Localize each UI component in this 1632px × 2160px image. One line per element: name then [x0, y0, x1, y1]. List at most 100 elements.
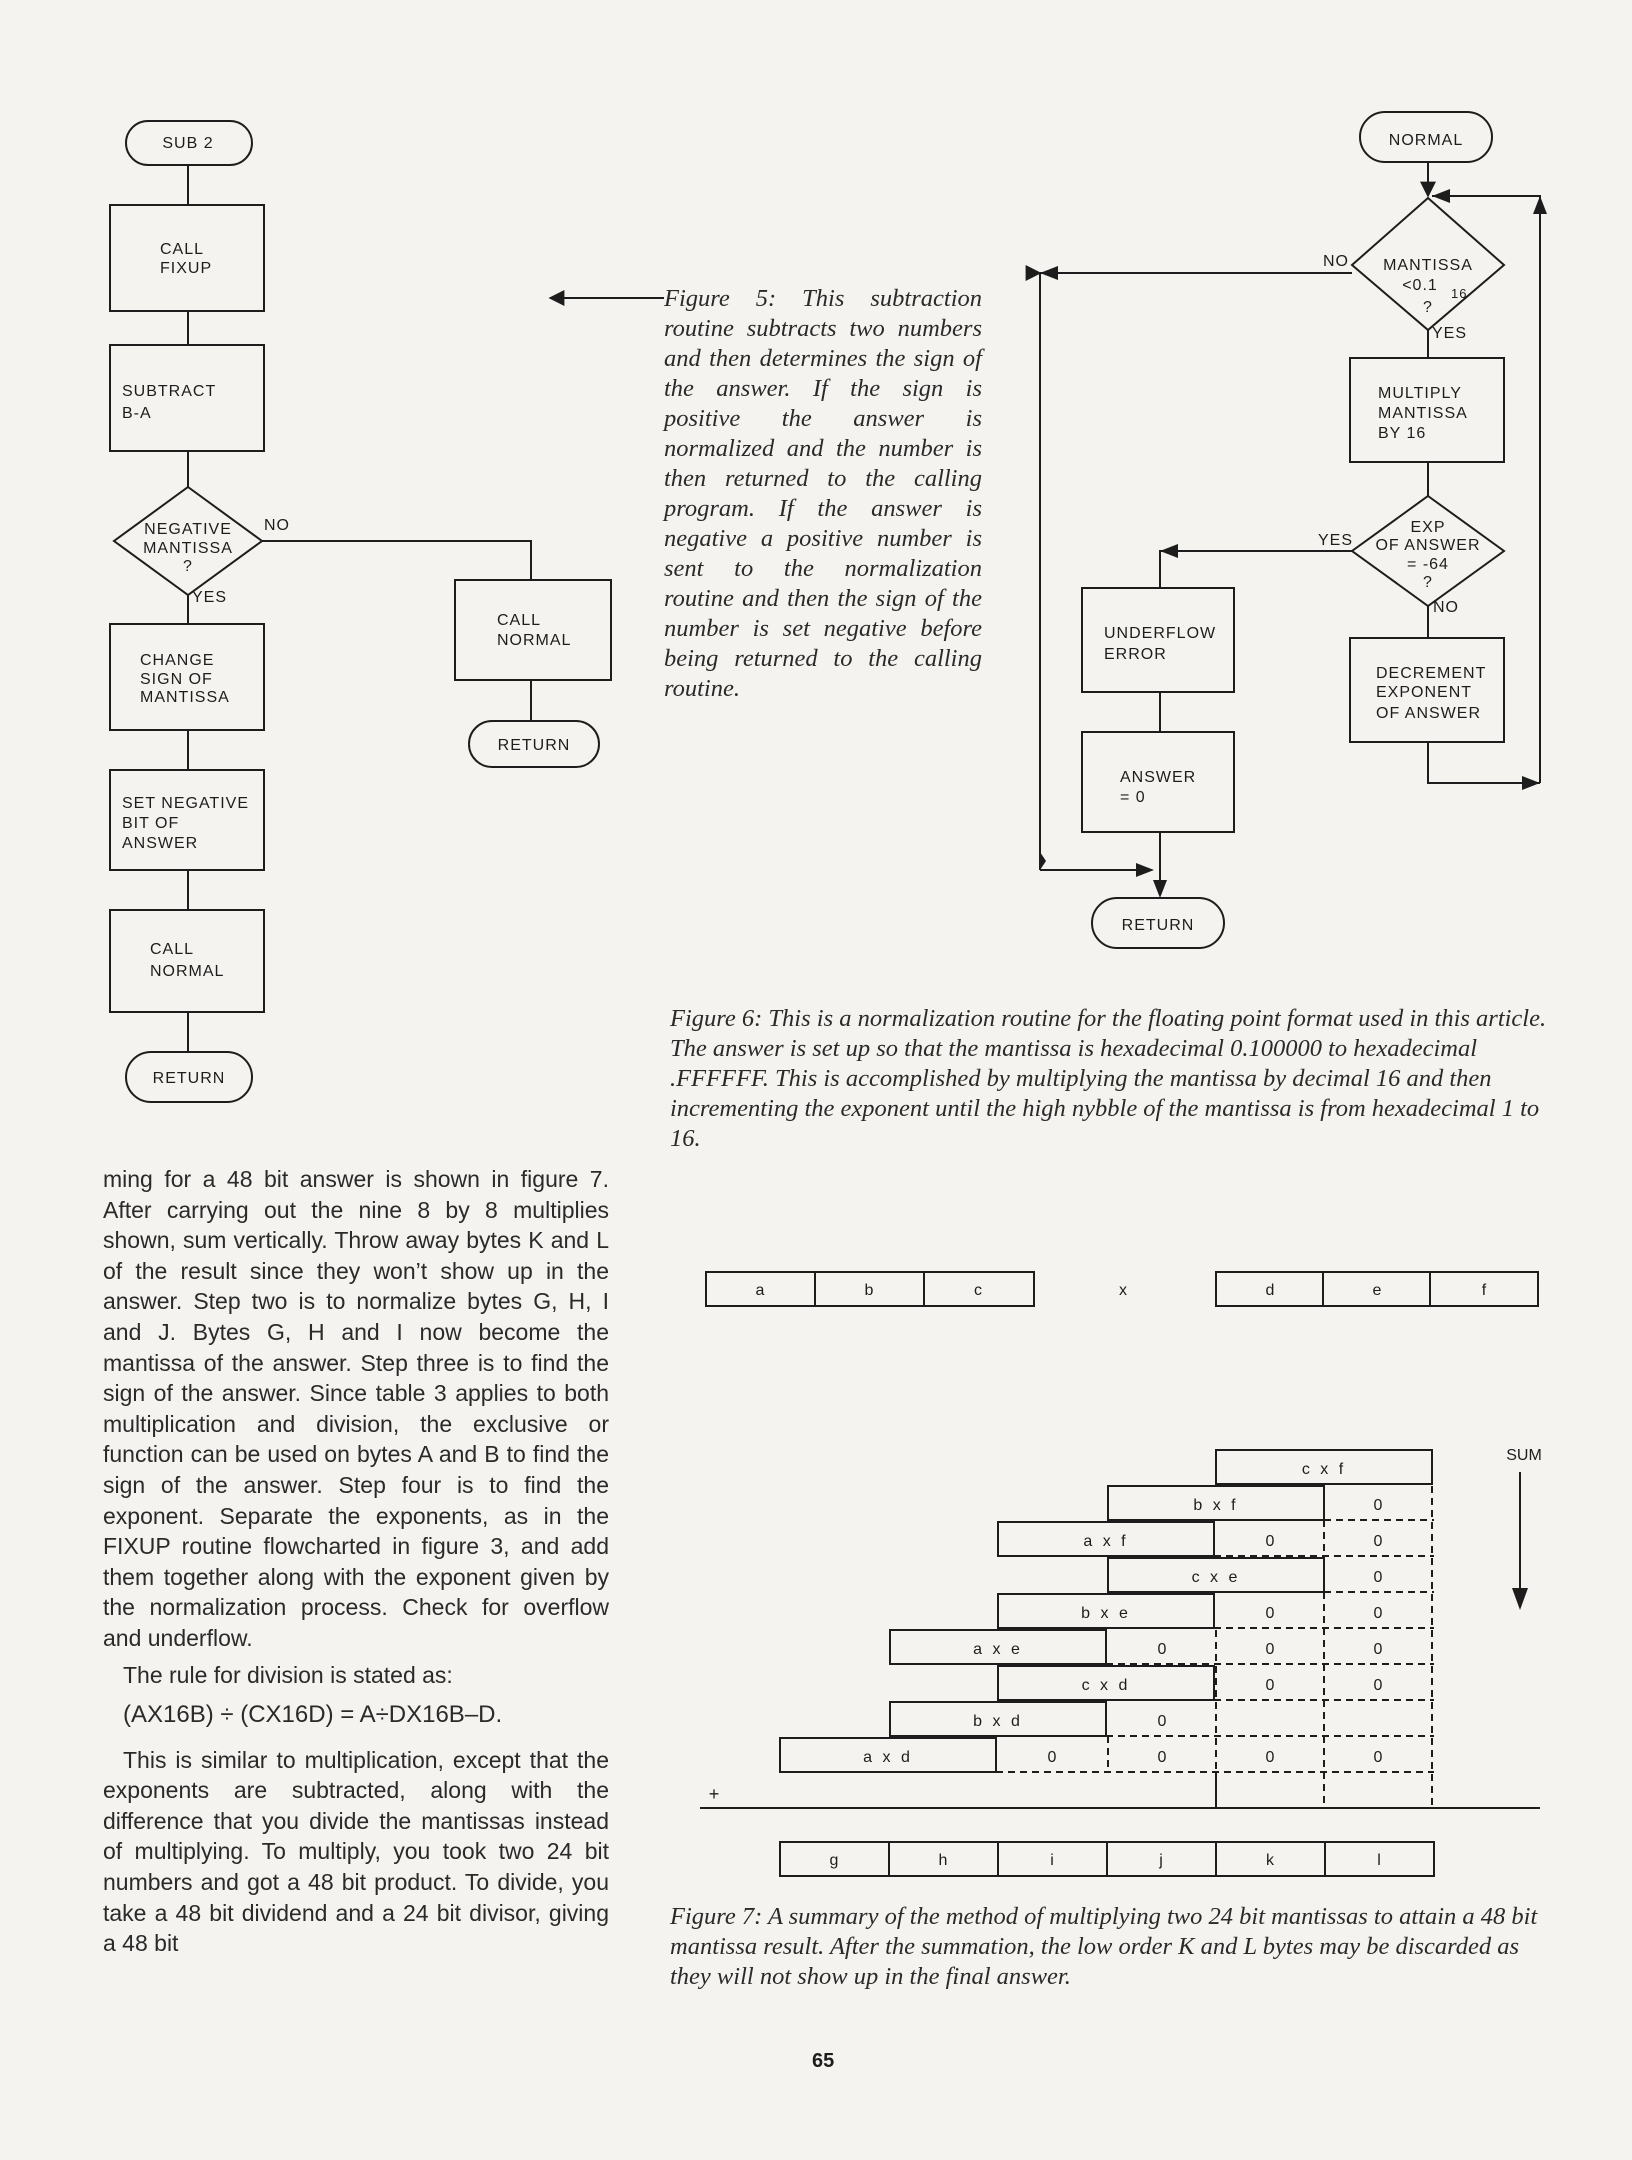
fig5-no-label: NO [264, 517, 290, 534]
fig5-change-sign-l3: MANTISSA [140, 689, 230, 706]
fig7-g: g [830, 1852, 839, 1869]
fig7-zero: 0 [1374, 1497, 1383, 1514]
fig7-k: k [1266, 1852, 1275, 1869]
body-paragraph-3: This is similar to multiplication, excep… [103, 1746, 609, 1957]
fig7-multiplicand-row [705, 1271, 1035, 1307]
fig7-zero: 0 [1374, 1533, 1383, 1550]
fig6-answer-zero-box [1081, 731, 1235, 833]
fig7-label-axe: a x e [973, 1641, 1023, 1658]
fig6-return-terminal [1091, 897, 1225, 949]
fig6-d1-sub: 16 [1451, 286, 1467, 301]
fig7-product-axe [889, 1629, 1107, 1665]
fig7-label-axd: a x d [863, 1749, 913, 1766]
fig7-f: f [1482, 1282, 1487, 1299]
fig7-zero: 0 [1048, 1749, 1057, 1766]
fig5-call-normal-left-l1: CALL [150, 941, 194, 958]
fig7-product-cxd [997, 1665, 1215, 1701]
fig7-b: b [865, 1282, 874, 1299]
fig7-label-cxe: c x e [1192, 1569, 1241, 1586]
fig7-product-bxf [1107, 1485, 1325, 1521]
fig7-c: c [974, 1282, 982, 1299]
fig5-call-fixup-l1: CALL [160, 241, 204, 258]
fig5-change-sign-l1: CHANGE [140, 652, 214, 669]
fig6-d1-yes: YES [1432, 325, 1467, 342]
fig7-label-bxe: b x e [1081, 1605, 1131, 1622]
fig6-start-label: NORMAL [1389, 132, 1463, 149]
fig6-decrement-l1: DECREMENT [1376, 665, 1486, 682]
fig7-product-bxe [997, 1593, 1215, 1629]
fig5-call-normal-right-l1: CALL [497, 612, 541, 629]
fig5-decision-l3: ? [183, 558, 193, 575]
fig6-underflow-l2: ERROR [1104, 646, 1167, 663]
fig6-answer-l1: ANSWER [1120, 769, 1196, 786]
fig7-zero: 0 [1374, 1569, 1383, 1586]
fig7-label-cxf: c x f [1302, 1461, 1346, 1478]
fig6-d2-yes: YES [1318, 532, 1353, 549]
fig7-zero: 0 [1266, 1641, 1275, 1658]
fig5-call-normal-left-box [109, 909, 265, 1013]
fig7-times: x [1119, 1282, 1127, 1299]
figure-6-caption: Figure 6: This is a normalization routin… [670, 1005, 1547, 1152]
fig5-start-label: SUB 2 [162, 135, 213, 152]
figure-7-caption: Figure 7: A summary of the method of mul… [670, 1903, 1538, 1990]
fig5-call-normal-left-l2: NORMAL [150, 963, 224, 980]
fig5-return-left-terminal [125, 1051, 253, 1103]
fig5-set-negative-l2: BIT OF [122, 815, 179, 832]
fig6-answer-l2: = 0 [1120, 789, 1146, 806]
fig6-decrement-l3: OF ANSWER [1376, 705, 1481, 722]
fig6-d1-l1: MANTISSA [1383, 257, 1473, 274]
fig7-multiplier-row [1215, 1271, 1539, 1307]
fig5-set-negative-l1: SET NEGATIVE [122, 795, 249, 812]
fig7-a: a [756, 1282, 765, 1299]
fig6-underflow-box [1081, 587, 1235, 693]
figure-5-flowchart [109, 120, 612, 1103]
fig7-label-bxf: b x f [1193, 1497, 1238, 1514]
fig5-change-sign-l2: SIGN OF [140, 671, 213, 688]
page-number: 65 [812, 2050, 835, 2072]
fig6-d1-l2: <0.1 [1402, 277, 1438, 294]
fig5-call-fixup-l2: FIXUP [160, 260, 212, 277]
fig7-plus: + [709, 1784, 720, 1804]
fig7-zero: 0 [1158, 1713, 1167, 1730]
fig7-e: e [1373, 1282, 1382, 1299]
fig7-zero: 0 [1266, 1677, 1275, 1694]
body-text: ming for a 48 bit answer is shown in fig… [103, 1164, 609, 1959]
fig7-product-axf [997, 1521, 1215, 1557]
figure-6-arrowheads [1040, 189, 1547, 898]
fig5-call-normal-right-l2: NORMAL [497, 632, 571, 649]
fig5-call-fixup-box [109, 204, 265, 312]
fig6-multiply-l2: MANTISSA [1378, 405, 1468, 422]
fig7-d: d [1266, 1282, 1275, 1299]
fig7-label-cxd: c x d [1082, 1677, 1131, 1694]
fig6-d1-l3: ? [1423, 299, 1433, 316]
body-paragraph-1: ming for a 48 bit answer is shown in fig… [103, 1166, 609, 1651]
fig7-zero: 0 [1266, 1749, 1275, 1766]
figure-5-caption: Figure 5: This subtraction routine subtr… [664, 285, 982, 702]
fig6-d2-l3: = -64 [1407, 556, 1449, 573]
fig6-d2-l4: ? [1423, 574, 1433, 591]
fig6-multiply-l1: MULTIPLY [1378, 385, 1462, 402]
fig6-d2-no: NO [1433, 599, 1459, 616]
fig6-decrement-l2: EXPONENT [1376, 684, 1472, 701]
fig6-d2-l2: OF ANSWER [1375, 537, 1480, 554]
fig6-d2-l1: EXP [1410, 519, 1445, 536]
fig7-sum-arrowhead [1512, 1588, 1528, 1610]
fig5-subtract-l2: B-A [122, 405, 152, 422]
body-paragraph-2: The rule for division is stated as: [123, 1661, 453, 1688]
fig7-zero: 0 [1158, 1749, 1167, 1766]
fig7-product-bxd [889, 1701, 1107, 1737]
fig7-j: j [1158, 1852, 1163, 1869]
figure-6-labels: NORMAL MANTISSA <0.1 16 ? NO YES MULTIPL… [1104, 132, 1486, 934]
figure-5-labels: SUB 2 CALL FIXUP SUBTRACT B-A NEGATIVE M… [122, 135, 571, 1087]
fig5-decision-l2: MANTISSA [143, 540, 233, 557]
fig5-decision-l1: NEGATIVE [144, 521, 232, 538]
figure-7-labels: a b c x d e f SUM c x f b x f a x f c x … [709, 1282, 1542, 1869]
fig7-zero: 0 [1266, 1533, 1275, 1550]
fig7-zero: 0 [1374, 1677, 1383, 1694]
fig5-subtract-l1: SUBTRACT [122, 383, 216, 400]
fig7-zero: 0 [1374, 1749, 1383, 1766]
fig7-zero: 0 [1266, 1605, 1275, 1622]
fig7-product-cxf [1215, 1449, 1433, 1485]
fig6-multiply-l3: BY 16 [1378, 425, 1426, 442]
